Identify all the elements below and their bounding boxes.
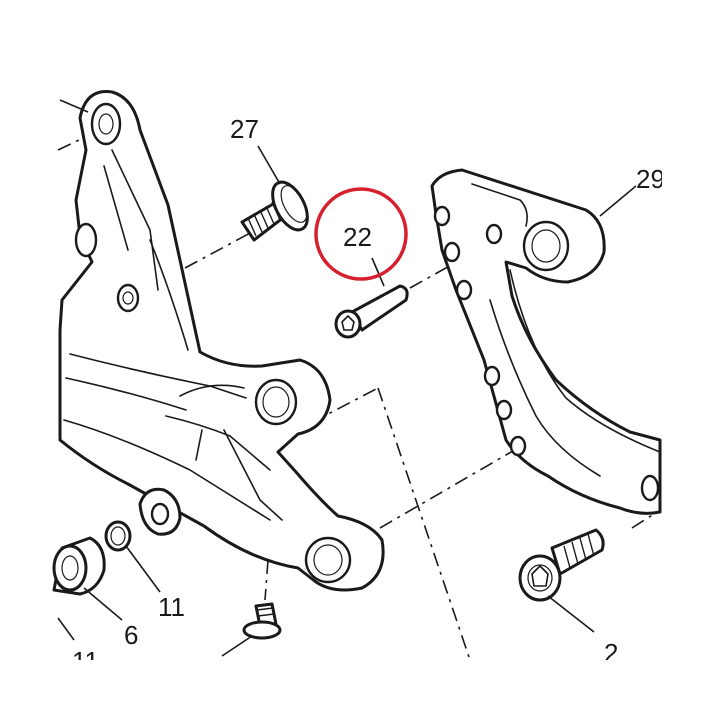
flange-bolt-2 bbox=[518, 528, 605, 602]
frame-crop-bottom bbox=[0, 660, 720, 720]
label-11-washer: 11 bbox=[158, 592, 185, 622]
socket-screw-22 bbox=[334, 284, 409, 339]
highlight-circle bbox=[314, 187, 408, 281]
heel-guard-plate bbox=[430, 168, 662, 515]
flange-bolt-27 bbox=[240, 180, 309, 242]
bottom-screw bbox=[242, 602, 282, 640]
bushing-6 bbox=[52, 536, 106, 596]
label-29: 29 bbox=[636, 164, 665, 194]
frame-crop-right bbox=[662, 0, 720, 720]
label-27: 27 bbox=[230, 114, 259, 144]
left-footpeg-bracket bbox=[58, 90, 385, 592]
label-22: 22 bbox=[343, 222, 372, 252]
label-6: 6 bbox=[124, 620, 138, 650]
washer-11 bbox=[104, 520, 132, 552]
leader-lines bbox=[57, 99, 637, 657]
